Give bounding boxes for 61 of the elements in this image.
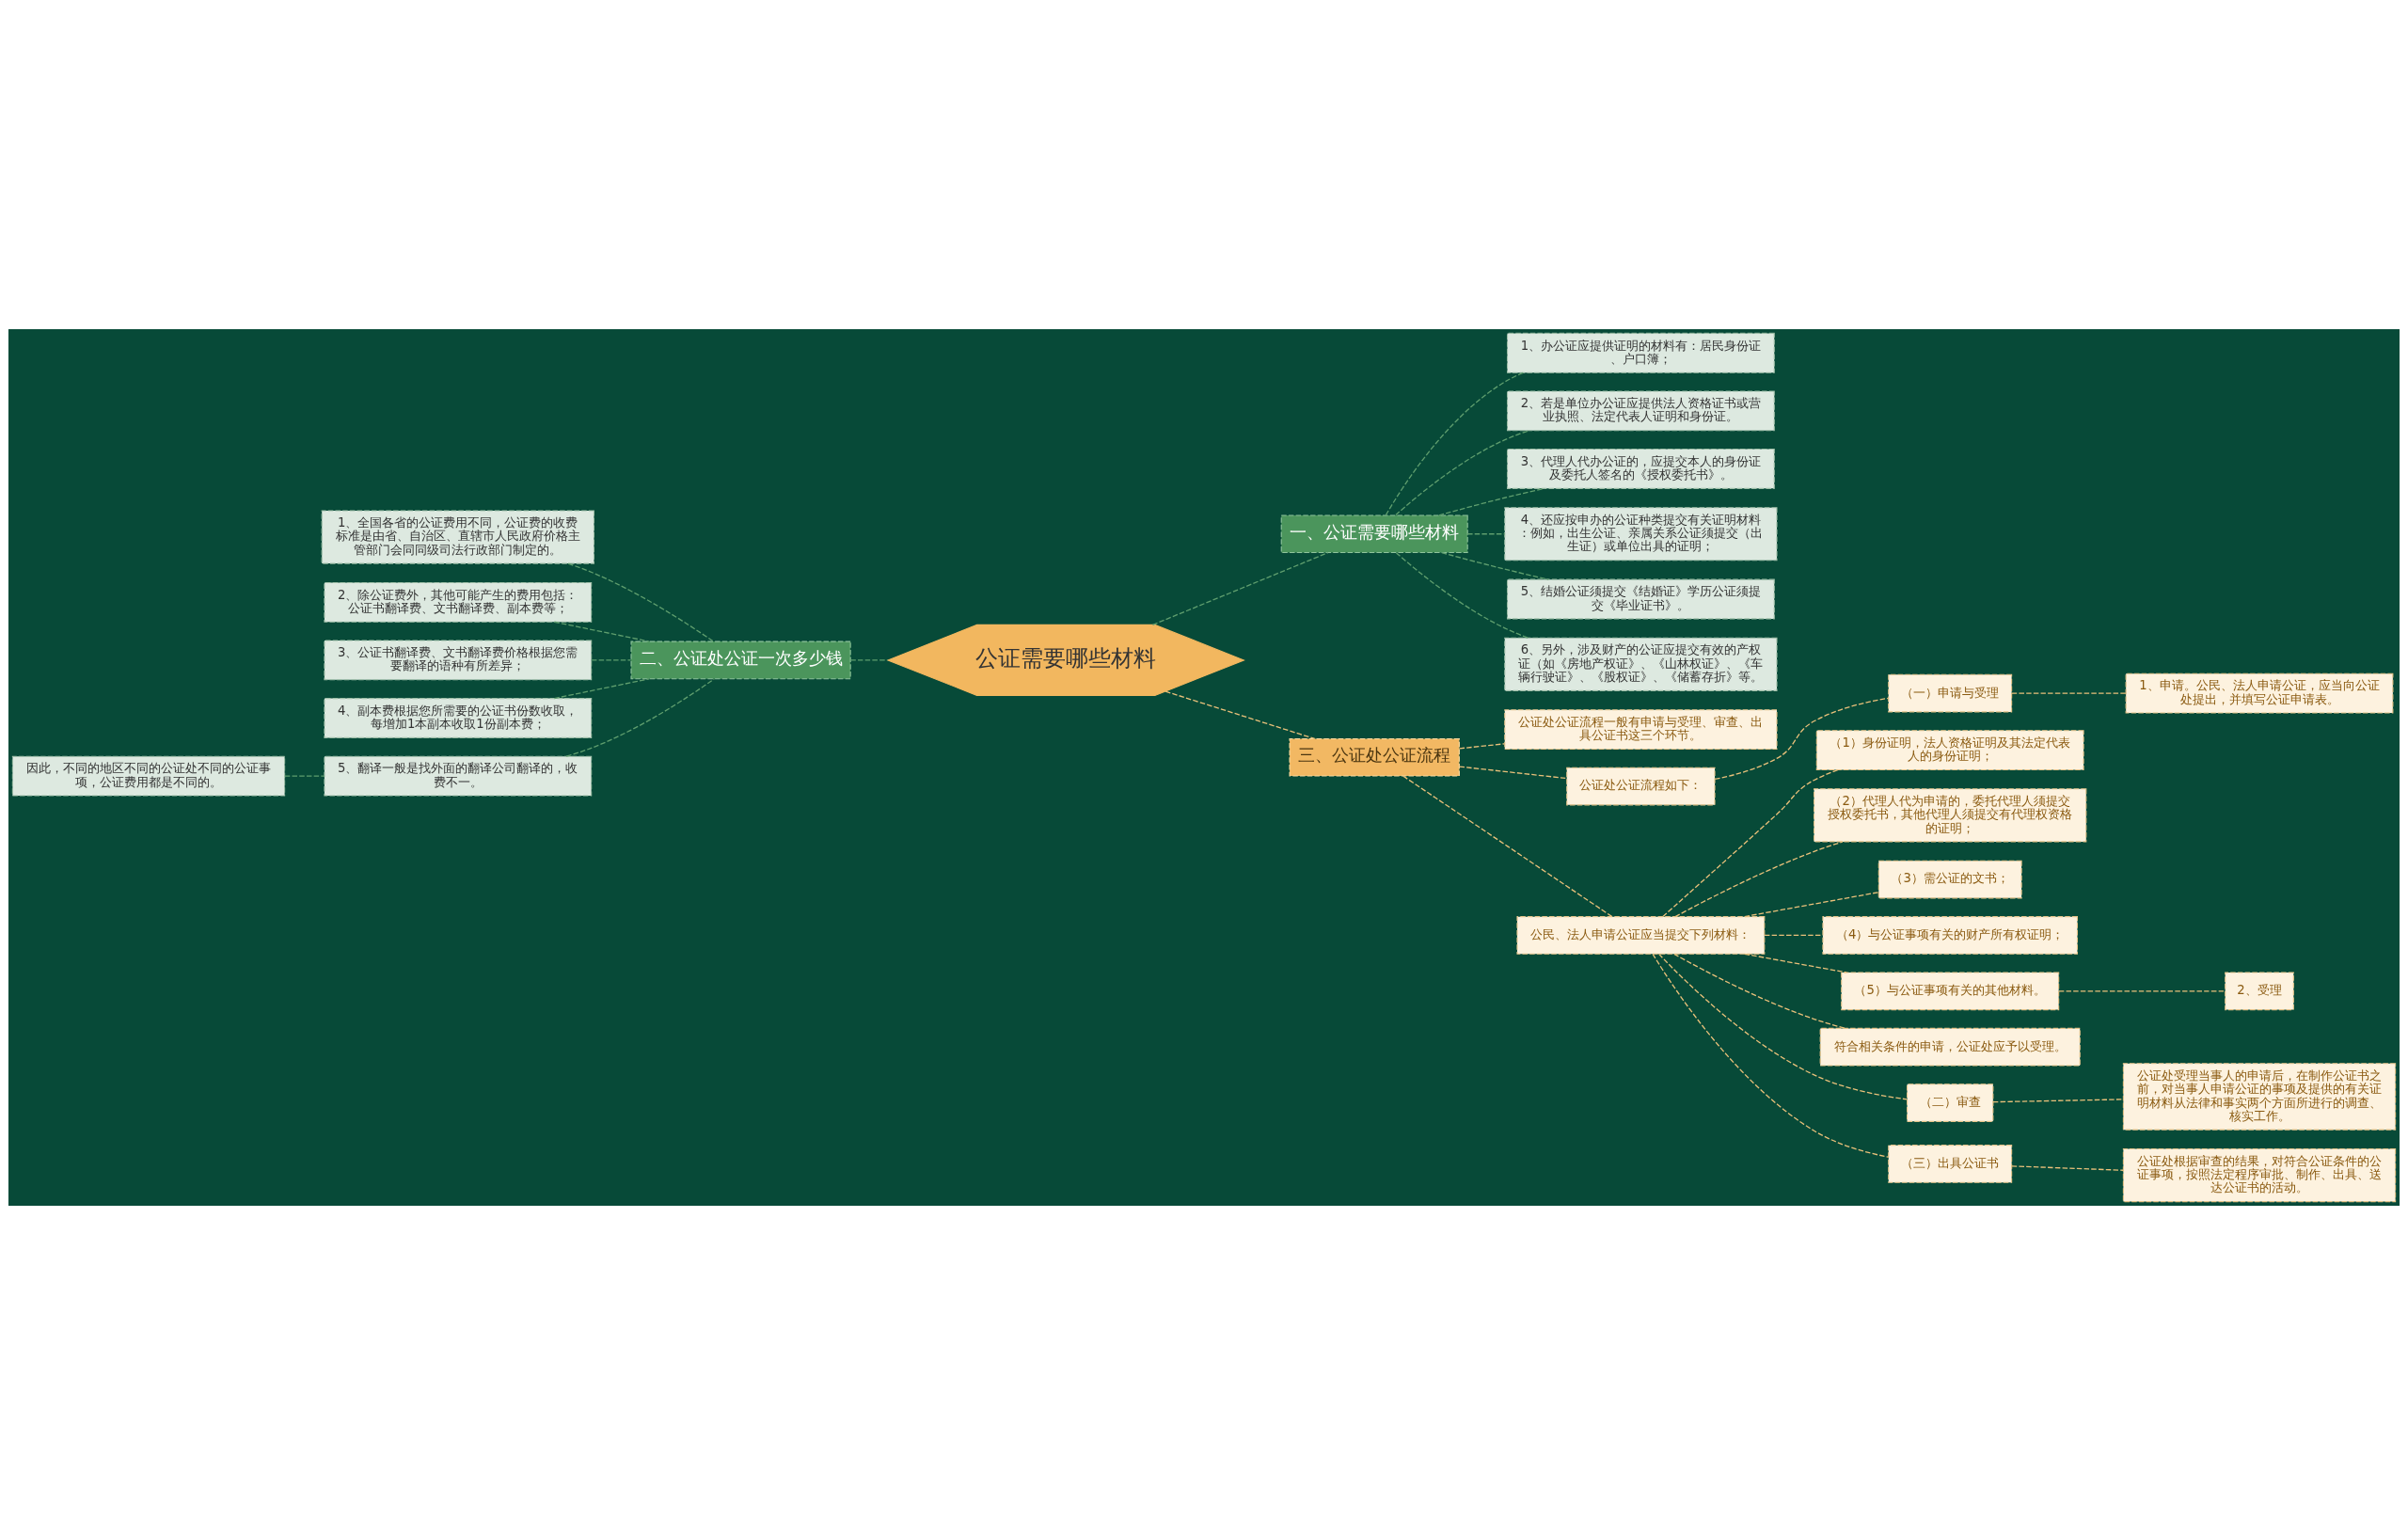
connector — [1662, 768, 1839, 917]
connector — [1658, 953, 1908, 1099]
connector — [1714, 697, 1890, 780]
connector — [1466, 532, 1506, 534]
connector — [1441, 551, 1549, 580]
connector — [1652, 953, 1890, 1158]
connector — [1395, 429, 1530, 515]
connector — [2058, 989, 2226, 991]
connector — [567, 562, 715, 642]
node-box: 2、除公证费外，其他可能产生的费用包括：公证书翻译费、文书翻译费、副本费等； — [324, 581, 593, 623]
node-box: 公证处公证流程如下： — [1566, 767, 1716, 805]
node-box: （二）审查 — [1907, 1083, 1994, 1122]
node-box: 公证处公证流程一般有申请与受理、审查、出具公证书这三个环节。 — [1504, 708, 1778, 750]
node-box: 5、结婚公证须提交《结婚证》学历公证须提交《毕业证书》。 — [1506, 578, 1775, 619]
node-box: 6、另外，涉及财产的公证应提交有效的产权证（如《房地产权证》、《山林权证》、《车辆行驶证》、《股权证》、《储蓄存折》等。 — [1504, 637, 1778, 691]
node-box: 一、公证需要哪些材料 — [1280, 514, 1468, 553]
connector — [1395, 551, 1529, 639]
connector — [1438, 487, 1545, 516]
connector — [2011, 691, 2127, 694]
connector — [1385, 372, 1525, 515]
connector — [565, 677, 715, 757]
node-box: 5、翻译一般是找外面的翻译公司翻译的，收费不一。 — [324, 755, 593, 796]
connector — [849, 658, 889, 661]
connector — [553, 621, 650, 642]
node-box: 公证处根据审查的结果，对符合公证条件的公证事项，按照法定程序审批、制作、出具、送达公证书的活动。 — [2122, 1147, 2397, 1202]
node-box: （5）与公证事项有关的其他材料。 — [1841, 971, 2060, 1010]
connector — [1992, 1098, 2124, 1102]
node-box: 2、若是单位办公证应提供法人资格证书或营业执照、法定代表人证明和身份证。 — [1506, 389, 1775, 431]
node-box: 4、还应按申办的公证种类提交有关证明材料：例如，出生公证、亲属关系公证须提交（出生证）或单位出具的证明； — [1504, 506, 1778, 561]
node-box: 2、受理 — [2225, 971, 2294, 1010]
connector — [1458, 742, 1505, 749]
connector — [1458, 765, 1568, 779]
node-box: 符合相关条件的申请，公证处应予以受理。 — [1819, 1027, 2081, 1067]
connector — [1744, 891, 1879, 917]
node-box: 3、代理人代办公证的，应提交本人的身份证及委托人签名的《授权委托书》。 — [1506, 448, 1775, 489]
connector — [1673, 953, 1846, 1029]
connector — [1164, 690, 1316, 739]
connector — [591, 658, 632, 661]
node-box: 因此，不同的地区不同的公证处不同的公证事项，公证费用都是不同的。 — [11, 755, 286, 796]
node-box: 二、公证处公证一次多少钱 — [630, 640, 851, 679]
node-box: （2）代理人代为申请的，委托代理人须提交授权委托书，其他代理人须提交有代理权资格的证明； — [1814, 787, 2087, 842]
connector — [2011, 1164, 2124, 1171]
node-box: 公民、法人申请公证应当提交下列材料： — [1516, 915, 1766, 955]
node-box: 三、公证处公证流程 — [1289, 737, 1460, 777]
connector — [1674, 840, 1844, 917]
node-box: （1）身份证明，法人资格证明及其法定代表人的身份证明； — [1815, 729, 2084, 770]
node-box: （4）与公证事项有关的财产所有权证明； — [1822, 915, 2078, 955]
node-box: 4、副本费根据您所需要的公证书份数收取，每增加1本副本收取1份副本费； — [324, 697, 593, 738]
node-box: （三）出具公证书 — [1888, 1144, 2013, 1183]
node-box: 1、全国各省的公证费用不同，公证费的收费标准是由省、自治区、直辖市人民政府价格主管部门会同同级司法行政部门制定的。 — [321, 509, 594, 564]
node-box: 1、办公证应提供证明的材料有：居民身份证、户口簿； — [1506, 332, 1775, 373]
connector — [1744, 953, 1847, 973]
connector — [1151, 551, 1329, 625]
connector — [284, 774, 325, 777]
connector — [1402, 775, 1613, 917]
node-box: （3）需公证的文书； — [1877, 860, 2022, 898]
connector — [553, 677, 650, 699]
node-box: 1、申请。公民、法人申请公证，应当向公证处提出，并填写公证申请表。 — [2125, 672, 2394, 714]
node-box: （一）申请与受理 — [1888, 673, 2013, 712]
node-box: 公证处受理当事人的申请后，在制作公证书之前，对当事人申请公证的事项及提供的有关证明材料从法律和事实两个方面所进行的调查、核实工作。 — [2122, 1062, 2397, 1131]
node-box: 3、公证书翻译费、文书翻译费价格根据您需要翻译的语种有所差异； — [324, 639, 593, 680]
